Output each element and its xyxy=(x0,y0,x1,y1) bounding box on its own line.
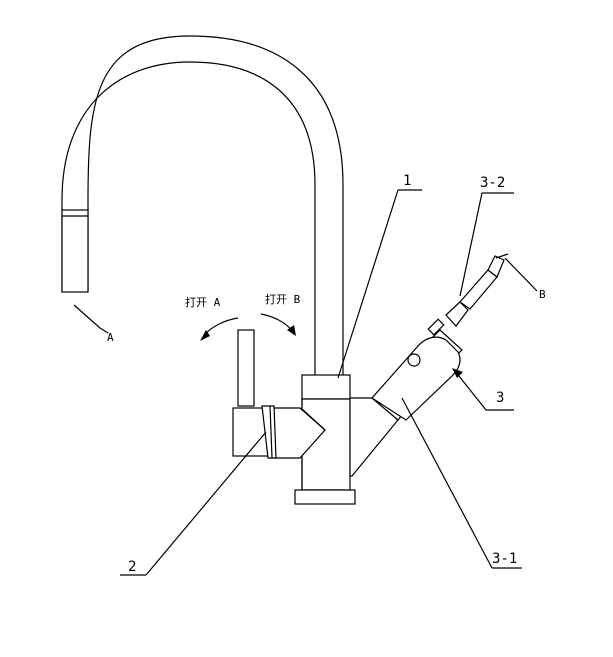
arrow-head-b xyxy=(287,325,296,336)
gooseneck-spout xyxy=(61,35,344,375)
leader-3-1: 3-1 xyxy=(401,397,522,569)
label-open-a: 打开 A xyxy=(185,295,221,309)
leader-2: 2 xyxy=(120,431,267,576)
leader-1: 1 xyxy=(337,173,422,379)
leader-3-2: 3-2 xyxy=(459,175,514,297)
leader-b: B xyxy=(504,257,546,301)
spray-head xyxy=(61,209,89,293)
label-3: 3 xyxy=(496,390,504,406)
lever-handle xyxy=(232,329,277,459)
label-3-2: 3-2 xyxy=(480,175,505,191)
leader-a: A xyxy=(73,304,114,344)
arrow-head-a xyxy=(200,330,210,341)
label-a: A xyxy=(107,331,114,344)
rotation-arrows: 打开 A 打开 B xyxy=(185,292,301,341)
label-1: 1 xyxy=(403,173,411,189)
filter-button-icon xyxy=(407,353,421,367)
label-2: 2 xyxy=(128,559,136,575)
label-b: B xyxy=(539,288,546,301)
label-open-b: 打开 B xyxy=(265,292,301,306)
valve-body xyxy=(273,374,356,505)
filter-unit xyxy=(349,253,509,477)
label-3-1: 3-1 xyxy=(492,551,517,567)
leader-3: 3 xyxy=(452,368,514,411)
